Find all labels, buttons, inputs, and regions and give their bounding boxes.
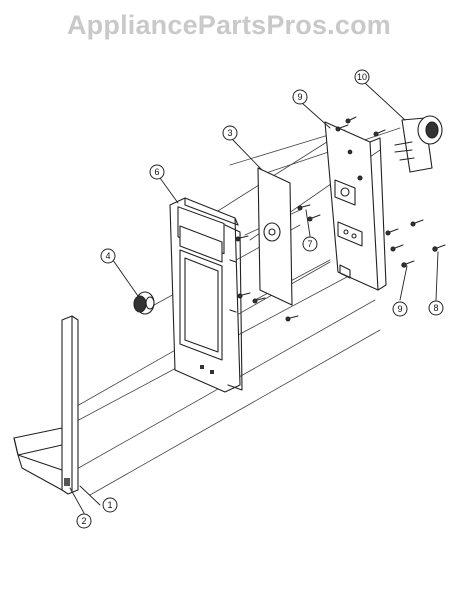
- callout-4: 4: [100, 248, 116, 264]
- svg-text:9: 9: [297, 92, 302, 102]
- svg-text:7: 7: [307, 239, 312, 249]
- callout-7: 7: [302, 236, 318, 252]
- callout-leaders: [69, 82, 439, 514]
- screws: [235, 116, 446, 322]
- callout-3: 3: [222, 125, 238, 141]
- motor-unit-part: [394, 115, 443, 173]
- callout-2: 2: [76, 513, 92, 529]
- callout-8: 8: [428, 300, 444, 316]
- mounting-plate-part: [324, 121, 387, 291]
- knob-part: [133, 291, 155, 315]
- control-panel-frame-part: [169, 197, 243, 393]
- svg-text:4: 4: [105, 251, 110, 261]
- svg-text:1: 1: [107, 500, 112, 510]
- svg-text:2: 2: [81, 516, 86, 526]
- callout-10: 10: [354, 69, 370, 85]
- callouts: 1 2 3 4 6 7 8 9: [76, 69, 444, 529]
- svg-text:3: 3: [227, 128, 232, 138]
- callout-9a: 9: [292, 89, 308, 105]
- callout-1: 1: [102, 497, 118, 513]
- callout-6: 6: [149, 164, 165, 180]
- svg-text:9: 9: [397, 304, 402, 314]
- callout-9b: 9: [392, 301, 408, 317]
- svg-text:10: 10: [357, 72, 367, 82]
- svg-text:8: 8: [433, 303, 438, 313]
- site-watermark: AppliancePartsPros.com: [66, 10, 391, 40]
- svg-text:6: 6: [154, 167, 159, 177]
- insulator-sheet-part: [257, 167, 293, 306]
- trim-bracket-part: [13, 315, 79, 495]
